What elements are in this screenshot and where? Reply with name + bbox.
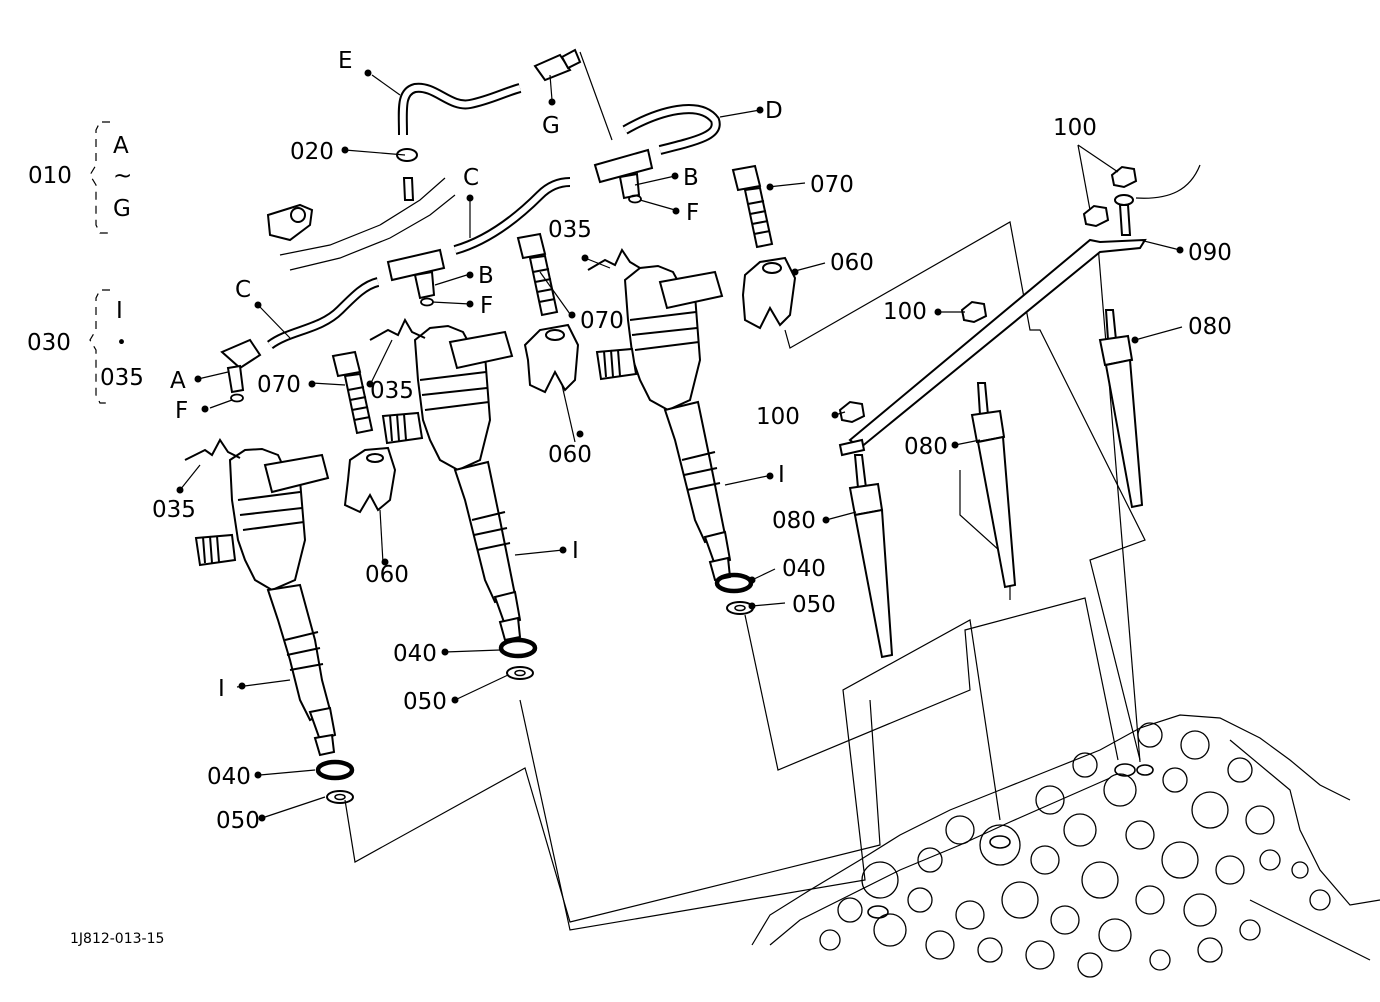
label-group-030: 030	[27, 330, 71, 356]
label-100-top: 100	[1053, 115, 1097, 141]
drawing-code: 1J812-013-15	[70, 931, 164, 947]
label-070-right: 070	[810, 172, 854, 198]
label-070-mid: 070	[580, 308, 624, 334]
leader-dots	[176, 69, 1184, 822]
label-100-left: 100	[756, 404, 800, 430]
glow-plugs-busbar	[230, 164, 1201, 804]
label-080-mid: 080	[904, 434, 948, 460]
label-group-010: 010	[28, 163, 72, 189]
label-035-right: 035	[548, 217, 592, 243]
label-070-left: 070	[257, 372, 301, 398]
label-F-mid: F	[480, 293, 493, 319]
injector-right	[587, 247, 732, 582]
label-I-mid: I	[572, 538, 579, 564]
label-group-030-from: I	[116, 298, 123, 324]
label-group-030-sep: ・	[110, 330, 133, 356]
label-G: G	[542, 113, 560, 139]
label-E: E	[338, 48, 353, 74]
label-035-mid: 035	[370, 378, 414, 404]
label-050-mid: 050	[403, 689, 447, 715]
label-B-right: B	[683, 165, 699, 191]
label-080-right: 080	[1188, 314, 1232, 340]
label-C-left: C	[235, 277, 251, 303]
label-080-left: 080	[772, 508, 816, 534]
label-060-mid: 060	[548, 442, 592, 468]
label-C-top: C	[463, 165, 479, 191]
injector-left	[184, 438, 337, 757]
label-group-010-tilde: ~	[113, 163, 132, 189]
label-I-left: I	[218, 676, 225, 702]
label-B-mid: B	[478, 263, 494, 289]
group-braces	[89, 121, 110, 404]
label-090: 090	[1188, 240, 1232, 266]
label-A: A	[170, 368, 186, 394]
label-040-left: 040	[207, 764, 251, 790]
injector-middle	[369, 317, 522, 642]
label-100-mid: 100	[883, 299, 927, 325]
label-050-right: 050	[792, 592, 836, 618]
label-060-right: 060	[830, 250, 874, 276]
label-D: D	[765, 98, 783, 124]
label-060-left: 060	[365, 562, 409, 588]
label-group-010-from: A	[113, 133, 129, 159]
clamps-and-bolts	[331, 164, 797, 514]
label-050-left: 050	[216, 808, 260, 834]
label-I-right: I	[778, 462, 785, 488]
label-leaders	[179, 74, 1183, 819]
label-group-010-to: G	[113, 196, 131, 222]
cylinder-head	[751, 714, 1380, 978]
label-group-030-to: 035	[100, 365, 144, 391]
label-035-left: 035	[152, 497, 196, 523]
label-040-mid: 040	[393, 641, 437, 667]
part-labels: 010 A ~ G 030 I ・ 035 E G D C C B F B F …	[27, 48, 1232, 947]
label-020: 020	[290, 139, 334, 165]
label-040-right: 040	[782, 556, 826, 582]
label-F-right: F	[686, 200, 699, 226]
label-F-left: F	[175, 398, 188, 424]
